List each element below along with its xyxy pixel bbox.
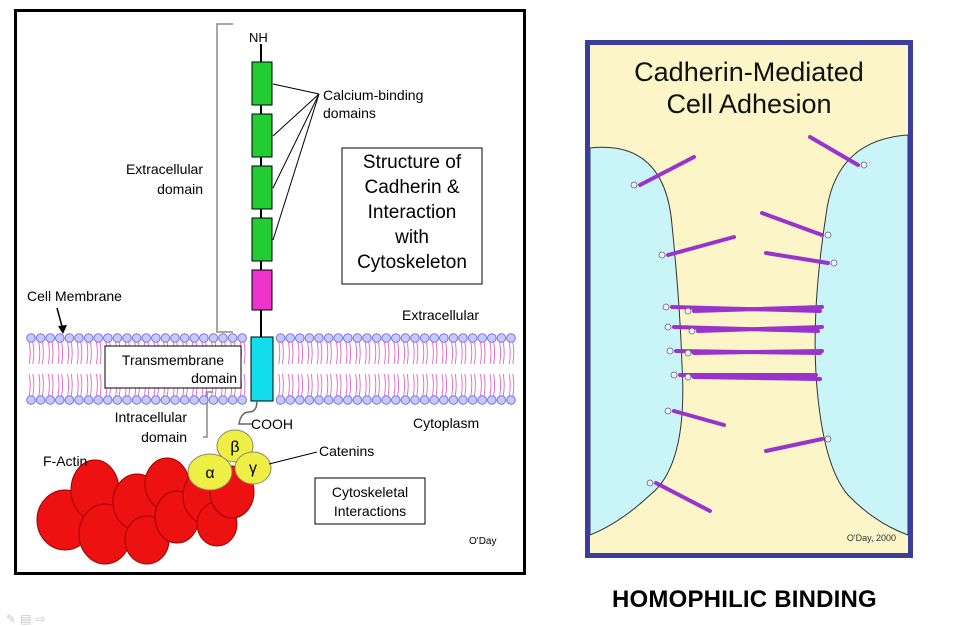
menu-icon[interactable]: ▤ [20,612,32,626]
pen-icon[interactable]: ✎ [6,612,17,626]
calcium-domain-3 [251,165,273,210]
intracellular-label-1: Intracellular [115,409,188,425]
calcium-domain-2 [251,113,273,158]
extracellular-domain-label-2: domain [157,181,203,197]
anchor-dot [664,323,672,331]
structure-title-box [341,147,483,285]
intracellular-label-2: domain [141,429,187,445]
cadherin-bar [666,235,736,257]
homophilic-binding-caption: HOMOPHILIC BINDING [612,586,877,613]
cytoskeletal-label-2: Interactions [334,503,406,519]
f-actin-filament [36,457,255,565]
adhesion-title-1: Cadherin-Mediated [634,57,864,87]
cytoskeletal-label-1: Cytoskeletal [332,484,408,500]
cadherin-bar [654,481,712,513]
anchor-dot [684,373,692,381]
cadherin-bar [672,409,726,427]
anchor-dot [824,435,832,443]
right-credit: O'Day, 2000 [847,533,896,543]
calcium-label-2: domains [323,105,376,121]
anchor-dot [688,327,696,335]
structure-line-1: Structure of [363,152,462,173]
anchor-dot [684,349,692,357]
extracellular-domain-label-1: Extracellular [126,161,203,177]
transmembrane-label-box [104,345,242,389]
lipid-bilayer [26,333,516,405]
anchor-dot [664,407,672,415]
anchor-dot [684,307,692,315]
cadherin-molecules [630,135,868,513]
alpha-catenin-symbol: α [205,465,214,482]
anchor-dot [662,303,670,311]
adhesion-svg: Cadherin-Mediated Cell Adhesion O'Day, 2… [590,57,908,543]
adhesion-diagram-inner: Cadherin-Mediated Cell Adhesion O'Day, 2… [590,45,908,553]
calcium-domain-4 [251,217,273,262]
structure-line-4: with [394,227,429,248]
cell-membrane-label: Cell Membrane [27,288,122,304]
cadherin-bar [692,305,824,313]
right-cell [814,134,908,536]
next-arrow-icon[interactable]: ⇨ [35,612,46,626]
cadherin-bar [638,155,696,187]
cytoplasm-label: Cytoplasm [413,415,479,431]
extracellular-label: Extracellular [402,307,479,323]
anchor-dot [666,347,674,355]
structure-svg: NH Calcium-binding domains Extracellular… [26,23,516,565]
anchor-dot [630,181,638,189]
anchor-dot [860,161,868,169]
transmembrane-segment [250,336,274,402]
cadherin-structure-diagram: NH Calcium-binding domains Extracellular… [14,9,526,575]
anchor-dot [658,251,666,259]
transmembrane-label-1: Transmembrane [122,352,224,368]
extracellular-bracket [216,23,233,333]
cadherin-bar [808,135,860,167]
left-cell [590,146,684,536]
juxtamembrane-domain [251,269,273,311]
cadherin-bar [764,251,830,265]
gamma-catenin-symbol: γ [249,460,257,477]
calcium-label-1: Calcium-binding [323,87,423,103]
anchor-dot [830,259,838,267]
cell-adhesion-diagram: Cadherin-Mediated Cell Adhesion O'Day, 2… [585,40,913,558]
transmembrane-label-2: domain [191,370,237,386]
cadherin-bar [696,325,824,333]
slide-nav: ✎ ▤ ⇨ [6,612,45,626]
cytoskeletal-box [314,477,426,525]
cytoplasmic-tail [238,400,258,425]
factin-label: F-Actin [43,453,87,469]
catenin-complex [187,429,272,491]
adhesion-title-2: Cell Adhesion [666,89,831,119]
anchor-dot [670,371,678,379]
intracellular-bracket [203,391,213,438]
structure-line-2: Cadherin & [364,177,459,198]
structure-line-5: Cytoskeleton [357,252,467,273]
catenins-label: Catenins [319,443,374,459]
nh-label: NH [249,30,268,45]
cooh-label: COOH [251,416,293,432]
structure-line-3: Interaction [368,202,457,223]
cadherin-bar [692,349,824,355]
beta-catenin-symbol: β [230,439,239,456]
cadherin-bar [692,375,822,381]
cadherin-bar [760,211,824,237]
calcium-domain-1 [251,61,273,106]
cadherin-bar [764,437,824,453]
left-credit: O'Day [469,536,496,547]
anchor-dot [824,231,832,239]
anchor-dot [646,479,654,487]
